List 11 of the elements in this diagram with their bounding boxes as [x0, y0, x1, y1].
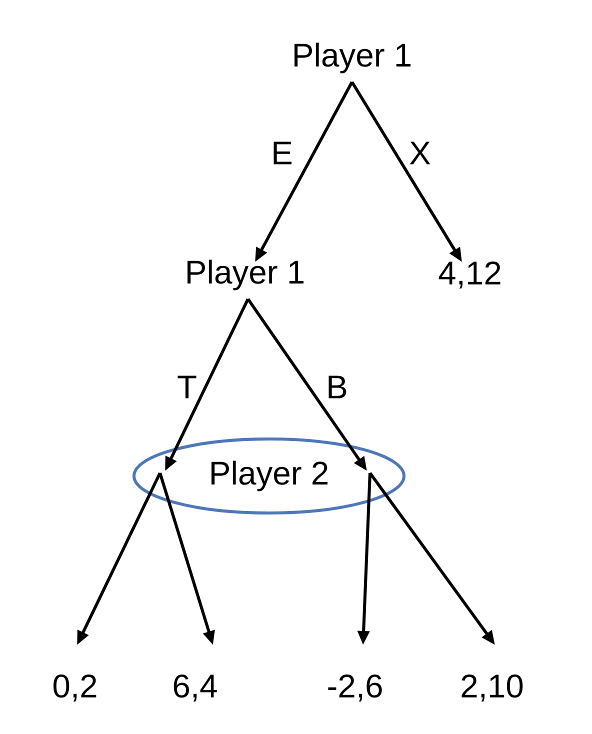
player-label: Player 1	[294, 42, 411, 74]
payoff-label: -2,6	[328, 674, 382, 702]
edge-label: B	[328, 376, 346, 398]
edge-label: T	[178, 376, 196, 398]
edge-label: X	[410, 142, 430, 164]
payoff-label: 6,4	[174, 674, 217, 702]
edge-label: E	[274, 142, 292, 164]
payoff-label: 4,12	[438, 261, 500, 289]
payoff-label: 2,10	[462, 674, 523, 702]
payoff-label: 0,2	[53, 674, 96, 702]
player-label: Player 1	[188, 260, 304, 290]
